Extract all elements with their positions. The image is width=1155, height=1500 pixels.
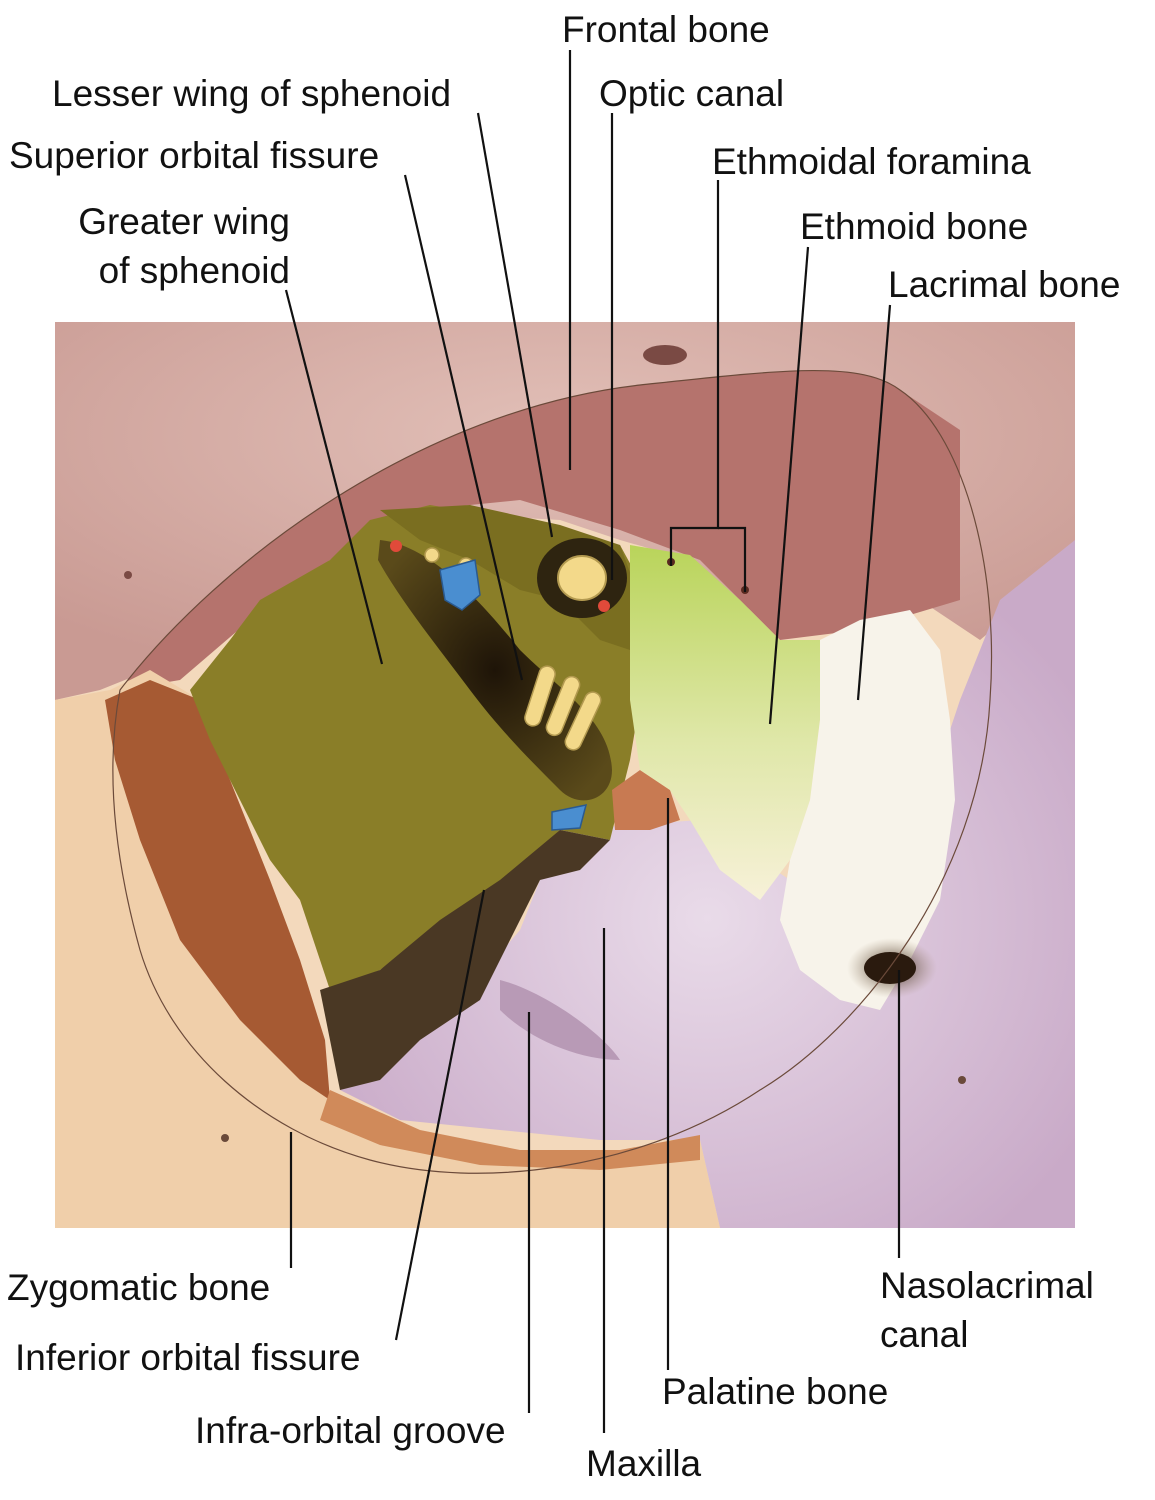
lacrimal-region: [780, 610, 955, 1010]
frontal-foramen: [124, 571, 132, 579]
supraorbital-notch: [643, 345, 687, 365]
leader-inferior-orbital-fissure: [394, 889, 486, 1341]
leader-lesser-wing: [476, 112, 554, 538]
leader-superior-orbital-fissure: [403, 174, 524, 681]
label-maxilla: Maxilla: [586, 1443, 702, 1484]
label-infraorbital-groove: Infra-orbital groove: [195, 1410, 506, 1451]
label-greater-wing-line1: Greater wing: [78, 201, 290, 242]
inferior-ophthalmic-vein: [551, 804, 588, 831]
label-superior-orbital-fissure: Superior orbital fissure: [9, 135, 379, 176]
leader-ethmoidal-foramina-right: [718, 526, 747, 592]
label-palatine-bone: Palatine bone: [662, 1371, 888, 1412]
label-frontal-bone: Frontal bone: [562, 9, 770, 50]
label-ethmoid-bone: Ethmoid bone: [800, 206, 1028, 247]
label-nasolacrimal-line2: canal: [880, 1314, 968, 1355]
leader-greater-wing: [284, 289, 384, 665]
ophthalmic-artery: [598, 600, 610, 612]
maxilla-region: [340, 540, 1075, 1228]
label-lesser-wing-of-sphenoid: Lesser wing of sphenoid: [52, 73, 451, 114]
label-lacrimal-bone: Lacrimal bone: [888, 264, 1120, 305]
ethmoid-region: [630, 545, 820, 900]
zygomaticofacial-foramen: [221, 1134, 229, 1142]
leader-lacrimal-bone: [856, 304, 892, 701]
inferior-orbital-fissure-opening: [320, 830, 610, 1090]
label-ethmoidal-foramina: Ethmoidal foramina: [712, 141, 1031, 182]
infraorbital-groove-shape: [500, 980, 620, 1060]
orbit-illustration: [55, 322, 1075, 1228]
fissure-artery: [390, 540, 402, 552]
orbital-rim: [112, 369, 993, 1174]
label-inferior-orbital-fissure: Inferior orbital fissure: [15, 1337, 360, 1378]
labels: Frontal bone Lesser wing of sphenoid Opt…: [7, 9, 1120, 1484]
label-zygomatic-bone: Zygomatic bone: [7, 1267, 270, 1308]
leader-lines: [284, 50, 901, 1433]
orbital-roof: [120, 370, 960, 690]
label-greater-wing-line2: of sphenoid: [99, 250, 290, 291]
label-optic-canal: Optic canal: [599, 73, 784, 114]
palatine-region: [612, 770, 680, 830]
label-nasolacrimal-line1: Nasolacrimal: [880, 1265, 1094, 1306]
greater-wing-region: [190, 505, 650, 990]
zygomatic-orbital-surface: [105, 680, 330, 1100]
infraorbital-foramen: [958, 1076, 966, 1084]
superior-ophthalmic-vein: [439, 559, 481, 611]
optic-nerve: [557, 555, 607, 601]
leader-ethmoid-bone: [768, 246, 810, 725]
leader-ethmoidal-foramina: [669, 180, 720, 566]
